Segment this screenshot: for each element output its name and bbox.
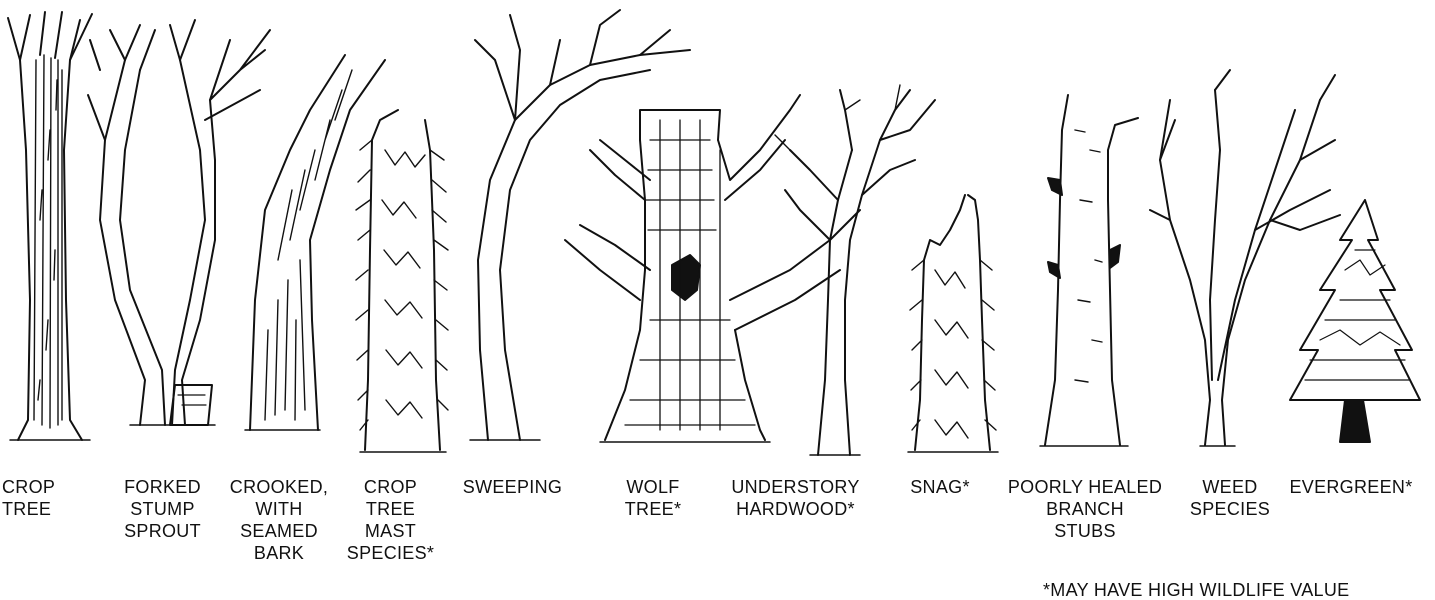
label-line: STUBS <box>990 520 1180 542</box>
crop-tree-drawing <box>8 12 92 440</box>
label-line: CROP <box>338 476 443 498</box>
poorly-healed-branch-stubs-drawing <box>1040 95 1138 446</box>
label-snag: SNAG* <box>900 476 980 498</box>
label-line: STUMP <box>110 498 215 520</box>
label-line: SPROUT <box>110 520 215 542</box>
label-line: WOLF <box>618 476 688 498</box>
label-line: FORKED <box>110 476 215 498</box>
crop-tree-mast-species-drawing <box>356 110 448 452</box>
snag-drawing <box>908 195 998 452</box>
weed-species-drawing <box>1150 70 1340 446</box>
label-line: MAST <box>338 520 443 542</box>
label-line: WITH <box>220 498 338 520</box>
label-line: UNDERSTORY <box>718 476 873 498</box>
forked-stump-sprout-drawing <box>88 20 270 425</box>
label-line: SPECIES <box>1180 498 1280 520</box>
label-line: TREE* <box>618 498 688 520</box>
label-line: CROOKED, <box>220 476 338 498</box>
label-line: SNAG* <box>900 476 980 498</box>
label-line: SEAMED <box>220 520 338 542</box>
label-line: WEED <box>1180 476 1280 498</box>
label-line: CROP <box>2 476 52 498</box>
evergreen-drawing <box>1290 200 1420 442</box>
label-evergreen: EVERGREEN* <box>1276 476 1426 498</box>
label-line: SPECIES* <box>338 542 443 564</box>
footnote-wildlife-value: *MAY HAVE HIGH WILDLIFE VALUE <box>1043 580 1349 600</box>
label-line: BRANCH <box>990 498 1180 520</box>
label-weed-species: WEED SPECIES <box>1180 476 1280 520</box>
label-understory-hardwood: UNDERSTORY HARDWOOD* <box>718 476 873 520</box>
label-line: TREE <box>338 498 443 520</box>
label-sweeping: SWEEPING <box>450 476 575 498</box>
label-crop-tree-mast-species: CROP TREE MAST SPECIES* <box>338 476 443 564</box>
label-line: BARK <box>220 542 338 564</box>
label-line: POORLY HEALED <box>990 476 1180 498</box>
label-poorly-healed-branch-stubs: POORLY HEALED BRANCH STUBS <box>990 476 1180 542</box>
understory-hardwood-drawing <box>775 85 935 455</box>
label-crop-tree: CROP TREE <box>2 476 52 520</box>
label-line: EVERGREEN* <box>1276 476 1426 498</box>
label-forked-stump-sprout: FORKED STUMP SPROUT <box>110 476 215 542</box>
wolf-tree-drawing <box>565 95 860 442</box>
label-line: SWEEPING <box>450 476 575 498</box>
crooked-seamed-bark-drawing <box>245 55 385 430</box>
label-line: TREE <box>2 498 52 520</box>
label-line: HARDWOOD* <box>718 498 873 520</box>
label-crooked-seamed-bark: CROOKED, WITH SEAMED BARK <box>220 476 338 564</box>
label-wolf-tree: WOLF TREE* <box>618 476 688 520</box>
